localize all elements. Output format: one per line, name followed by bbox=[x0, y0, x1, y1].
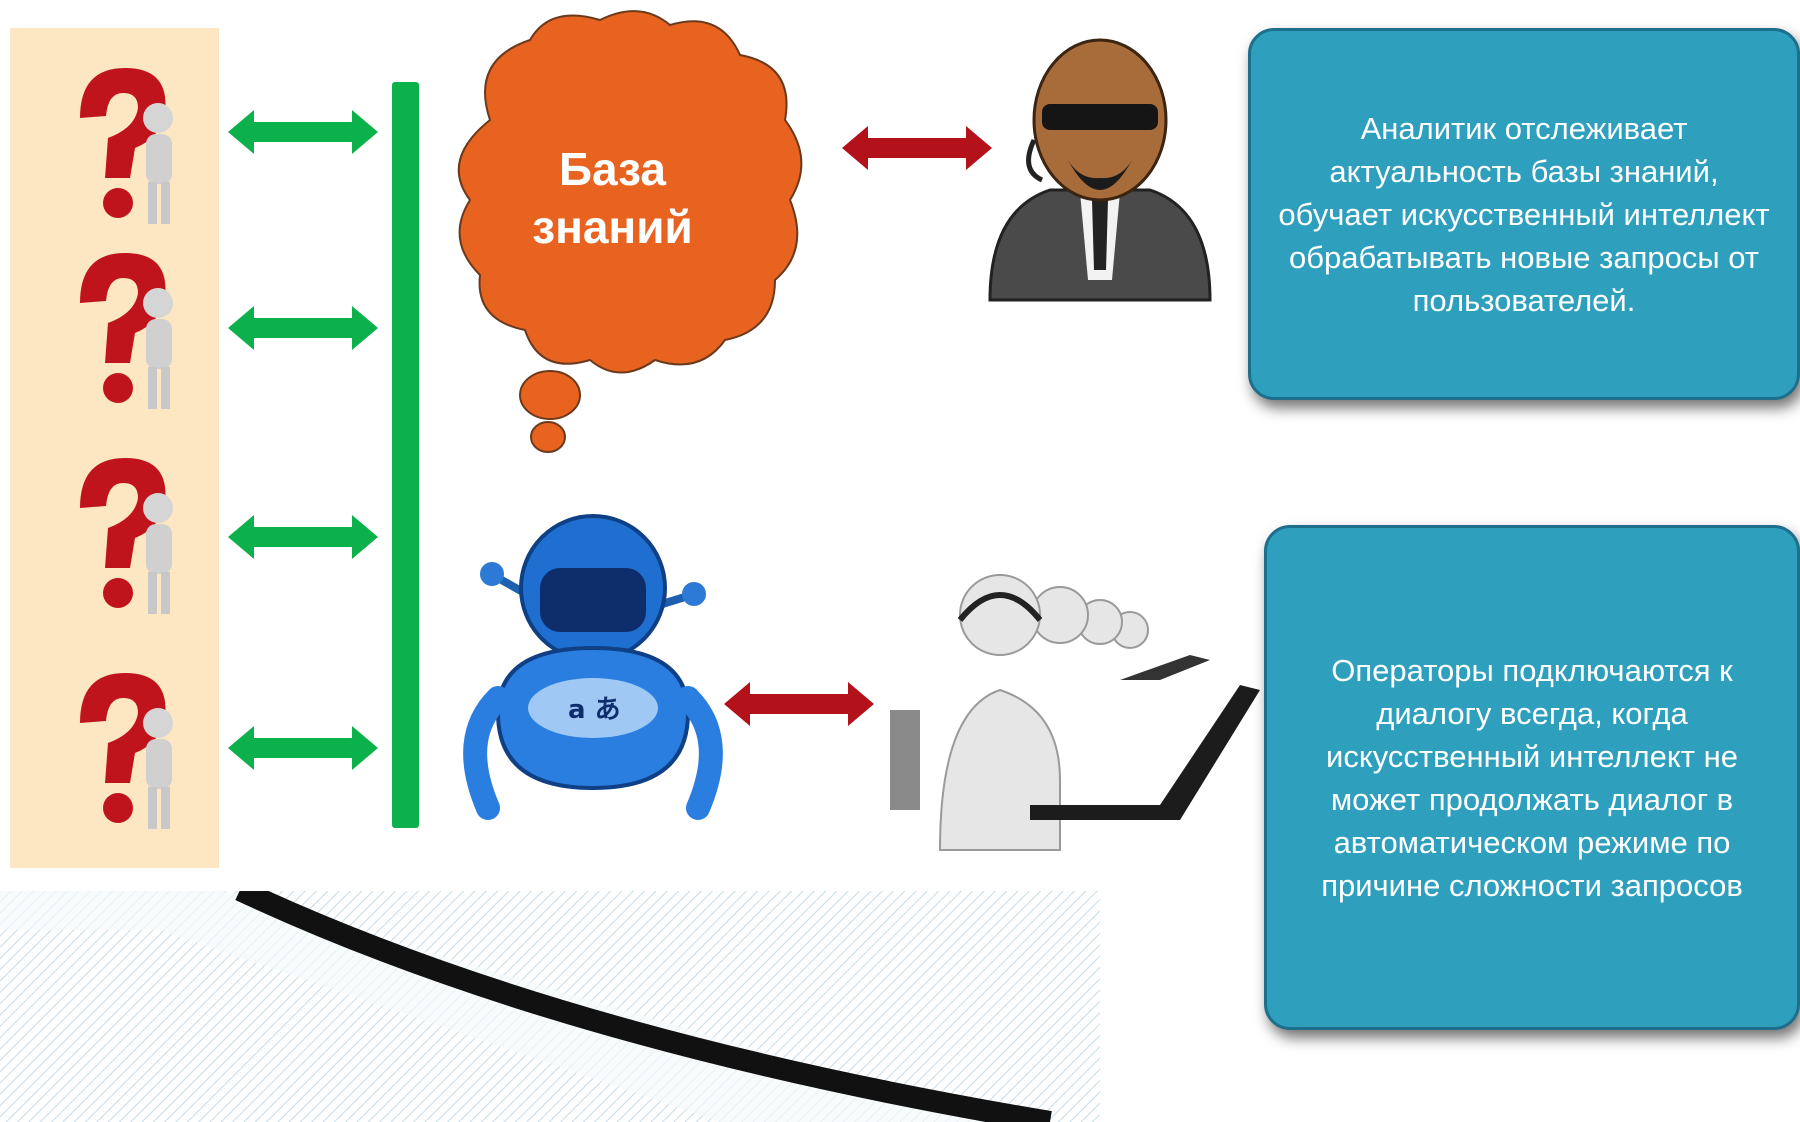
green-double-arrow-icon bbox=[228, 306, 378, 350]
question-user-icon bbox=[80, 673, 173, 829]
green-double-arrow-icon bbox=[228, 110, 378, 154]
red-double-arrow-icon bbox=[724, 682, 874, 726]
knowledge-base-cloud-icon bbox=[457, 10, 803, 453]
green-double-arrow-icon bbox=[228, 726, 378, 770]
green-double-arrow-icon bbox=[228, 515, 378, 559]
analyst-info-box: Аналитик отслеживает актуальность базы з… bbox=[1248, 28, 1800, 400]
robot-badge-text: a あ bbox=[568, 695, 621, 725]
connection-bus-line bbox=[392, 82, 419, 828]
knowledge-base-label: База знаний bbox=[490, 140, 735, 256]
question-user-icon bbox=[80, 68, 173, 224]
robot-translator-icon: a あ bbox=[463, 514, 723, 820]
knowledge-base-line1: База bbox=[558, 143, 667, 195]
question-user-icon bbox=[80, 458, 173, 614]
knowledge-base-line2: знаний bbox=[532, 201, 693, 253]
call-center-operators-icon bbox=[890, 574, 1260, 851]
analyst-agent-icon bbox=[988, 38, 1212, 302]
question-user-icon bbox=[80, 253, 173, 409]
operators-info-box: Операторы подключаются к диалогу всегда,… bbox=[1264, 525, 1800, 1030]
red-double-arrow-icon bbox=[842, 126, 992, 170]
analyst-info-text: Аналитик отслеживает актуальность базы з… bbox=[1278, 110, 1770, 318]
decorative-hatch-band bbox=[0, 890, 1100, 1122]
users-panel bbox=[10, 28, 219, 868]
operators-info-text: Операторы подключаются к диалогу всегда,… bbox=[1321, 652, 1743, 903]
